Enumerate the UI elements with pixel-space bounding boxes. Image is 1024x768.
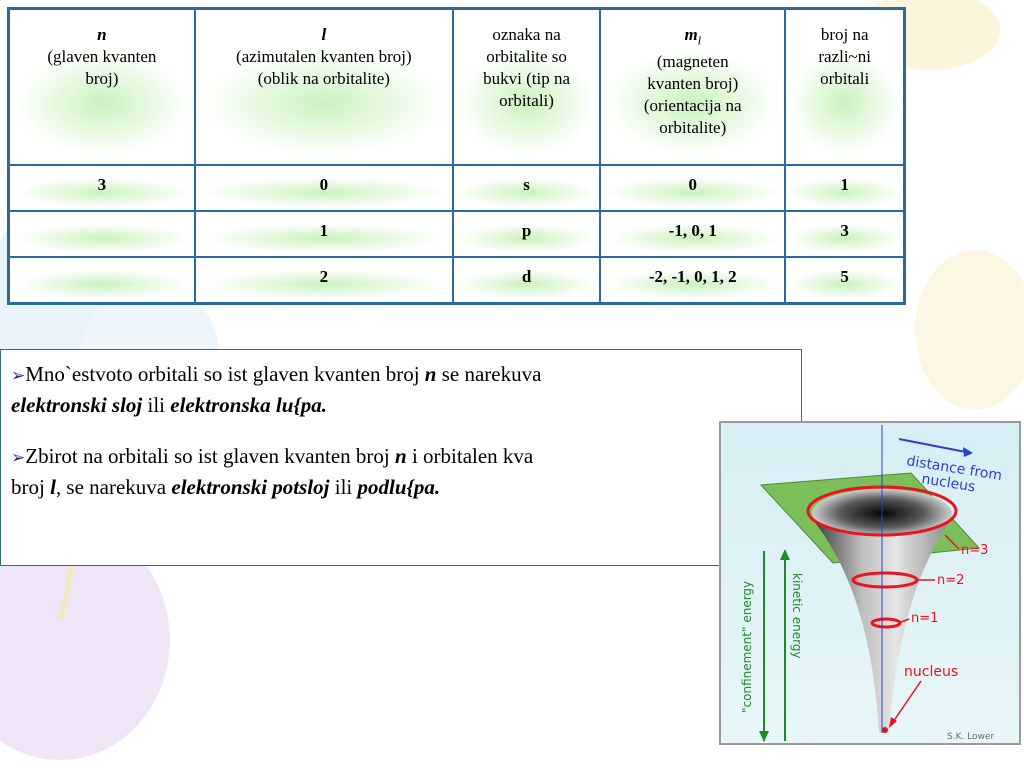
text-run: ili (329, 475, 358, 499)
label-nucleus: nucleus (904, 664, 958, 680)
definitions-textbox: ➢Mno`estvoto orbitali so ist glaven kvan… (0, 349, 802, 566)
text-run: Mno`estvoto orbitali so ist glaven kvant… (25, 362, 425, 386)
label-n1: n=1 (911, 611, 938, 626)
nucleus-dot (882, 727, 888, 733)
distance-arrowhead-icon (963, 447, 973, 457)
label-n3: n=3 (961, 543, 988, 558)
header-ml: ml (magneten kvanten broj) (orientacija … (599, 7, 787, 166)
table-row: 3 0 s 0 1 (7, 164, 906, 212)
text-run: se narekuva (436, 362, 542, 386)
term-elektronski-sloj: elektronski sloj (11, 393, 143, 417)
cell-l: 0 (193, 164, 454, 212)
ring-n2 (851, 571, 919, 589)
cell-letter: s (451, 164, 602, 212)
text-run: , se narekuva (55, 475, 172, 499)
bullet-arrow-icon: ➢ (11, 366, 26, 386)
cell-n (7, 256, 196, 305)
quantum-numbers-table: n (glaven kvanten broj) l (azimutalen kv… (7, 7, 906, 305)
text-run: broj (11, 475, 51, 499)
definition-subshell: ➢Zbirot na orbitali so ist glaven kvante… (11, 442, 791, 502)
label-n2: n=2 (937, 573, 964, 588)
confinement-arrowhead-icon (759, 731, 769, 742)
text-run: ili (142, 393, 171, 417)
table-row: 2 d -2, -1, 0, 1, 2 5 (7, 256, 906, 305)
cell-letter: d (451, 256, 602, 305)
cell-count: 1 (784, 164, 906, 212)
cell-ml: 0 (599, 164, 787, 212)
kinetic-arrowhead-icon (780, 549, 790, 560)
label-confinement-energy: "confinement" energy (740, 581, 754, 713)
term-podlupa: podlu{pa. (357, 475, 441, 499)
bullet-arrow-icon: ➢ (11, 448, 26, 468)
distance-arrow (898, 438, 972, 454)
cell-l: 2 (193, 256, 454, 305)
term-elektronski-potsloj: elektronski potsloj (171, 475, 330, 499)
cell-count: 3 (784, 210, 906, 258)
ring-n1 (870, 617, 902, 629)
pointer-n1 (900, 618, 910, 623)
credit-text: S.K. Lower (947, 732, 994, 742)
header-orbital-letter: oznaka na orbitalite so bukvi (tip na or… (451, 7, 602, 166)
cell-ml: -2, -1, 0, 1, 2 (599, 256, 787, 305)
term-elektronska-lupa: elektronska lu{pa. (170, 393, 327, 417)
cell-letter: p (451, 210, 602, 258)
symbol-n: n (395, 444, 407, 468)
symbol-l: l (50, 475, 56, 499)
table-header-row: n (glaven kvanten broj) l (azimutalen kv… (7, 7, 906, 166)
table-row: 1 p -1, 0, 1 3 (7, 210, 906, 258)
nucleus-arrowhead-icon (889, 717, 897, 728)
pointer-n3 (944, 534, 960, 550)
cell-count: 5 (784, 256, 906, 305)
cell-n: 3 (7, 164, 196, 212)
energy-funnel-figure: distance from nucleus n=3 n=2 n=1 nucleu… (719, 421, 1021, 745)
energy-funnel-diagram: distance from nucleus n=3 n=2 n=1 nucleu… (740, 425, 1003, 742)
cell-n (7, 210, 196, 258)
symbol-n: n (424, 362, 437, 386)
header-n: n (glaven kvanten broj) (7, 7, 196, 166)
text-run: Zbirot na orbitali so ist glaven kvanten… (25, 444, 396, 468)
text-run: i orbitalen kva (406, 444, 534, 468)
header-l: l (azimutalen kvanten broj) (oblik na or… (193, 7, 454, 166)
label-kinetic-energy: kinetic energy (790, 573, 804, 659)
definition-shell: ➢Mno`estvoto orbitali so ist glaven kvan… (11, 360, 791, 420)
pointer-nucleus (890, 680, 922, 726)
header-orbital-count: broj na razli~ni orbitali (784, 7, 906, 166)
cell-ml: -1, 0, 1 (599, 210, 787, 258)
cell-l: 1 (193, 210, 454, 258)
